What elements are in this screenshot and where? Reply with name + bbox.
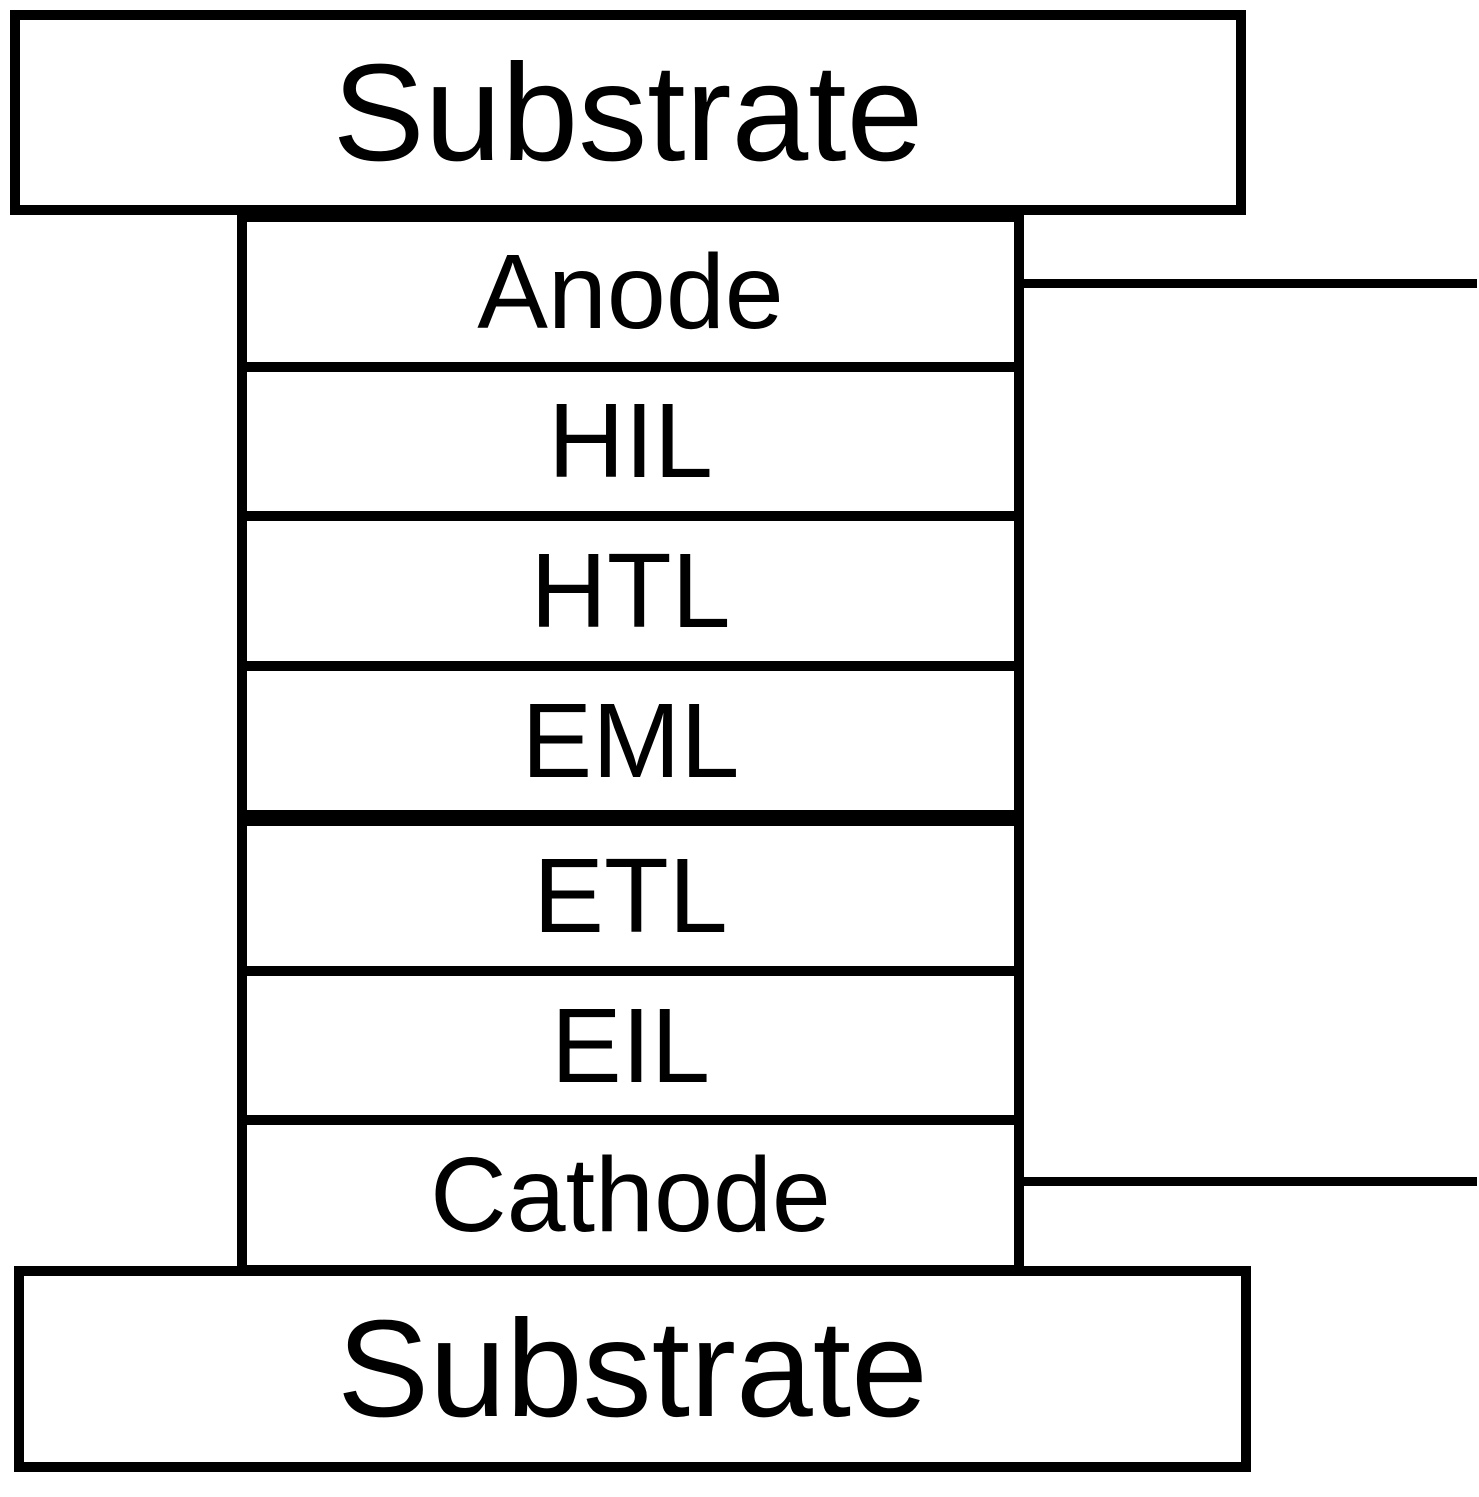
layer-cathode-label: Cathode (430, 1136, 831, 1255)
layer-htl-label: HTL (530, 531, 731, 650)
anode-lead-wire (1016, 279, 1477, 288)
layer-htl: HTL (247, 521, 1014, 671)
layer-eil: EIL (247, 975, 1014, 1126)
layer-eml: EML (247, 670, 1014, 827)
layer-cathode: Cathode (247, 1125, 1014, 1266)
layer-etl-label: ETL (533, 837, 728, 956)
layer-eil-label: EIL (550, 986, 711, 1105)
substrate-bottom-box: Substrate (14, 1266, 1251, 1472)
substrate-bottom-label: Substrate (337, 1292, 928, 1446)
layer-etl: ETL (247, 826, 1014, 976)
substrate-top-box: Substrate (10, 10, 1246, 215)
layer-hil: HIL (247, 371, 1014, 522)
layer-eml-label: EML (521, 681, 740, 800)
layer-stack: Anode HIL HTL EML ETL EIL Cathode (237, 212, 1024, 1275)
substrate-top-label: Substrate (332, 35, 924, 190)
layer-anode: Anode (247, 222, 1014, 372)
layer-hil-label: HIL (548, 382, 713, 501)
cathode-lead-wire (1016, 1177, 1477, 1186)
layer-anode-label: Anode (477, 232, 784, 351)
